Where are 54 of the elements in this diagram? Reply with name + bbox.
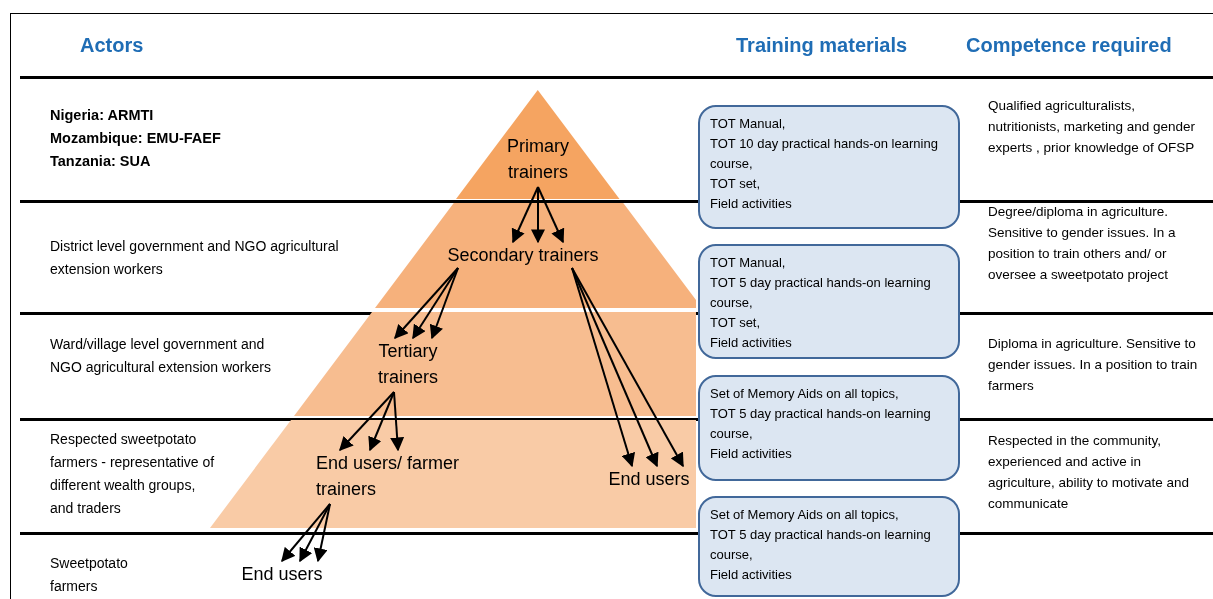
material-item: Set of Memory Aids on all topics, — [710, 506, 900, 524]
competence-text: Respected in the community, experienced and active in agriculture, ability to motivate and communicate — [988, 432, 1191, 513]
arrow — [429, 267, 459, 340]
arrow — [531, 186, 545, 244]
material-item: TOT set, — [710, 314, 762, 332]
column-header: Competence required — [966, 33, 1172, 58]
actor-description: District level government and NGO agricultural extension workers — [50, 237, 340, 279]
arrow — [390, 391, 405, 452]
material-item: TOT Manual, — [710, 254, 787, 272]
tier-label: End users/ farmer trainers — [316, 450, 468, 504]
arrow — [299, 503, 331, 563]
material-item: TOT 5 day practical hands-on learning course, — [710, 405, 932, 443]
actor-description: Sweetpotato farmers — [50, 554, 129, 596]
arrow — [368, 391, 395, 452]
arrow — [537, 186, 565, 244]
materials-box — [698, 496, 960, 597]
pyramid-tier — [293, 312, 696, 416]
actor-name: Nigeria: ARMTI — [50, 106, 154, 125]
arrow — [412, 267, 459, 340]
tier-label: End users — [604, 466, 694, 492]
material-item: TOT Manual, — [710, 115, 787, 133]
material-item: Field activities — [710, 334, 793, 352]
arrow — [571, 267, 684, 468]
arrow — [281, 503, 331, 563]
competence-text: Diploma in agriculture. Sensitive to gender issues. In a position to train farmers — [988, 335, 1199, 395]
pyramid-top-tier — [456, 90, 620, 199]
arrow — [339, 391, 395, 451]
pyramid-tier — [374, 203, 696, 308]
material-item: Field activities — [710, 566, 793, 584]
tier-label: End users — [232, 561, 332, 587]
material-item: Set of Memory Aids on all topics, — [710, 385, 900, 403]
arrow — [394, 267, 459, 340]
competence-text: Qualified agriculturalists, nutritionists, marketing and gender experts , prior knowledge of OFSP — [988, 97, 1197, 157]
materials-box — [698, 375, 960, 481]
material-item: Field activities — [710, 195, 793, 213]
actor-name: Mozambique: EMU-FAEF — [50, 129, 221, 148]
competence-text: Degree/diploma in agriculture. Sensitive to gender issues. In a position to train others and/ or oversee a sweetpotato project — [988, 203, 1177, 284]
arrow — [511, 186, 539, 244]
materials-box — [698, 244, 960, 359]
tier-label: Secondary trainers — [430, 242, 616, 268]
arrow — [313, 503, 331, 563]
arrow — [571, 267, 636, 468]
material-item: TOT 10 day practical hands-on learning course, — [710, 135, 939, 173]
actor-description: Respected sweetpotato farmers - representative of different wealth groups, and traders — [50, 430, 216, 518]
material-item: Field activities — [710, 445, 793, 463]
tier-label: Tertiary trainers — [366, 338, 450, 392]
actor-name: Tanzania: SUA — [50, 152, 151, 171]
column-header: Actors — [80, 33, 144, 58]
material-item: TOT 5 day practical hands-on learning course, — [710, 274, 932, 312]
material-item: TOT 5 day practical hands-on learning course, — [710, 526, 932, 564]
column-header: Training materials — [736, 33, 908, 58]
material-item: TOT set, — [710, 175, 762, 193]
actor-description: Ward/village level government and NGO agricultural extension workers — [50, 335, 272, 377]
materials-box — [698, 105, 960, 229]
